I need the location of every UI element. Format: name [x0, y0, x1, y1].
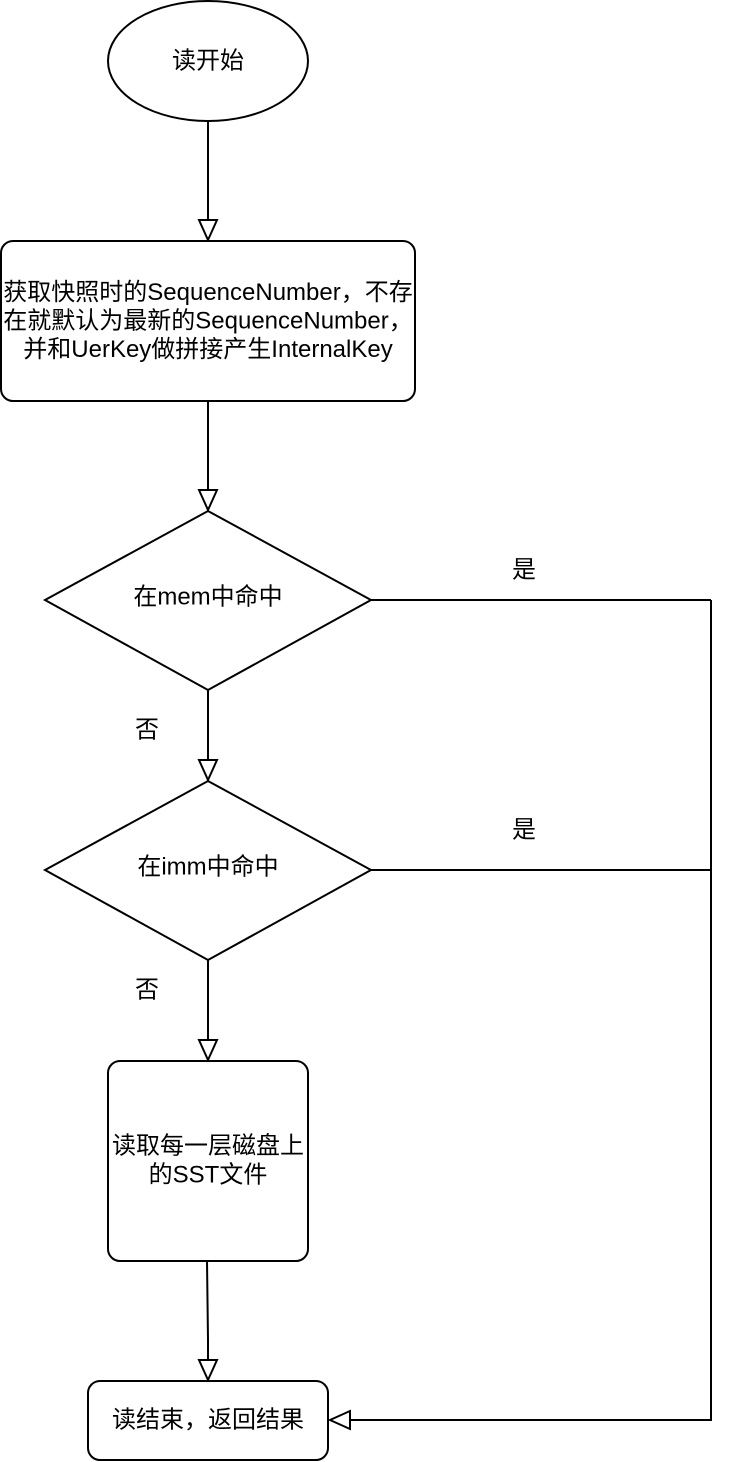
arrowhead-down: [197, 1359, 219, 1383]
edge-imm-yes: 是: [371, 817, 711, 871]
edge-line: [206, 1260, 209, 1360]
arrowhead-left: [327, 1409, 351, 1431]
edge-build-key-to-mem-check: [197, 401, 219, 513]
arrowhead-down: [197, 489, 219, 513]
imm-no-label: 否: [135, 977, 159, 1004]
edge-mem-no: 否: [135, 690, 219, 783]
arrowhead-down: [197, 219, 219, 243]
edge-read-sst-to-end: [197, 1260, 219, 1383]
imm-yes-label: 是: [512, 817, 536, 844]
read-sst-node: 读取每一层磁盘上 的SST文件: [107, 1060, 309, 1262]
end-label: 读结束，返回结果: [112, 1407, 304, 1434]
mem-yes-label: 是: [512, 557, 536, 584]
edge-yes-merge-to-end: [327, 600, 712, 1431]
arrowhead-down: [197, 1039, 219, 1063]
mem-check-decision: 在mem中命中: [42, 509, 374, 692]
imm-check-decision: 在imm中命中: [42, 779, 374, 962]
end-box: [87, 1380, 329, 1461]
build-key-node: 获取快照时的SequenceNumber，不存 在就默认为最新的Sequence…: [0, 240, 416, 402]
start-label: 读开始: [172, 48, 244, 75]
build-key-label-line-2: 在就默认为最新的SequenceNumber，: [3, 308, 412, 335]
imm-check-label: 在imm中命中: [137, 854, 278, 881]
edge-mem-yes: 是: [371, 557, 711, 601]
arrowhead-down: [197, 759, 219, 783]
edge-start-to-build-key: [197, 121, 219, 243]
read-sst-label-line-1: 读取每一层磁盘上: [112, 1133, 304, 1160]
edge-imm-no: 否: [135, 960, 219, 1063]
mem-no-label: 否: [135, 717, 159, 744]
build-key-label-line-1: 获取快照时的SequenceNumber，不存: [3, 279, 412, 306]
start-node: 读开始: [107, 0, 309, 122]
mem-check-label: 在mem中命中: [133, 584, 282, 611]
end-node: 读结束，返回结果: [87, 1380, 329, 1461]
build-key-label-line-3: 并和UerKey做拼接产生InternalKey: [23, 336, 392, 363]
read-sst-label-line-2: 的SST文件: [149, 1162, 268, 1189]
edge-line: [350, 600, 712, 1421]
